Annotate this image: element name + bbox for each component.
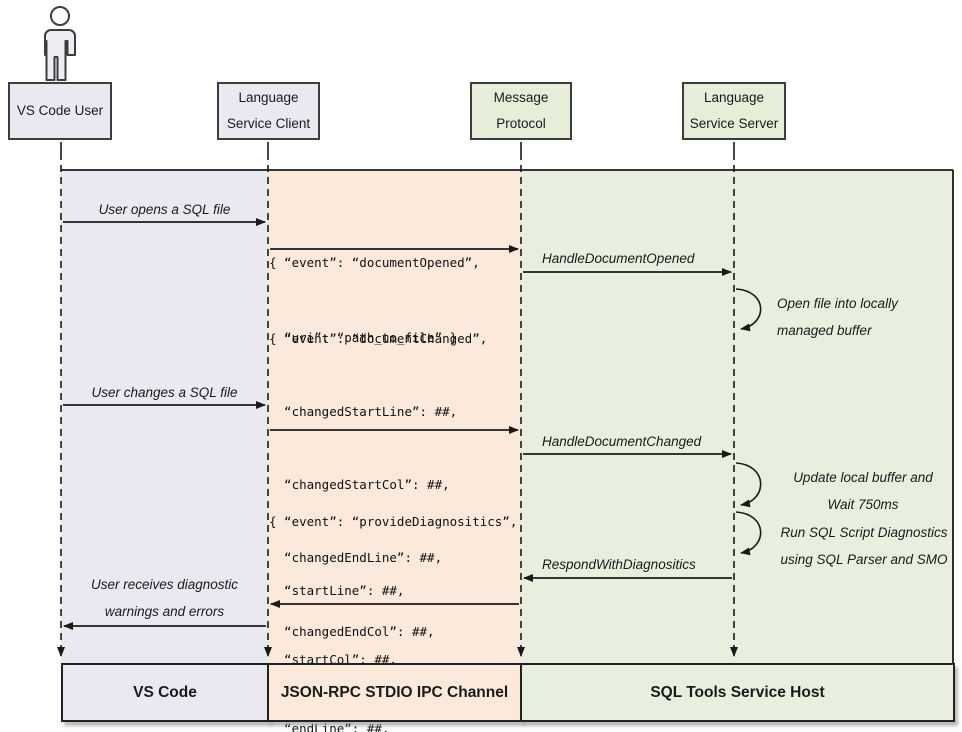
actor-box-vscode-user: VS Code User <box>8 82 112 140</box>
actor-box-language-service-client: Language Service Client <box>217 82 320 140</box>
footer-label: SQL Tools Service Host <box>650 683 825 701</box>
payload-line: “changedEndCol”: ##, <box>269 623 435 639</box>
label-user-changes-sql-file: User changes a SQL file <box>91 385 238 400</box>
actor-label: Language <box>703 90 765 105</box>
label-line: User receives diagnostic <box>90 577 239 592</box>
payload-line: “uri”: “path_to_file” } <box>269 330 458 345</box>
band-ipc-channel <box>268 171 521 663</box>
label-handle-document-opened: HandleDocumentOpened <box>542 251 695 266</box>
note-line: Run SQL Script Diagnostics <box>780 525 948 540</box>
label-line: warnings and errors <box>104 604 225 619</box>
payload-line: “changedStartCol”: ##, <box>269 477 450 493</box>
payload-line: { “event”: “provideDiagnositics”, <box>269 514 518 529</box>
note-update-buffer-wait: Update local buffer and Wait 750ms <box>768 465 958 518</box>
footer-sql-tools-service-host: SQL Tools Service Host <box>520 663 955 722</box>
footer-json-rpc-channel: JSON-RPC STDIO IPC Channel <box>267 663 522 722</box>
label-handle-document-changed: HandleDocumentChanged <box>542 434 702 449</box>
note-line: using SQL Parser and SMO <box>780 551 948 567</box>
payload-line: “endLine”: ##, <box>269 721 390 732</box>
payload-line: { “event”: “documentChanged”, <box>269 330 488 346</box>
user-person-icon <box>44 6 76 81</box>
note-open-file-buffer: Open file into locally managed buffer <box>777 291 898 344</box>
actor-box-message-protocol: Message Protocol <box>470 82 572 140</box>
actor-label: Protocol <box>496 116 546 131</box>
label-user-receives-diagnostics: User receives diagnostic warnings and er… <box>61 571 268 625</box>
actor-label: Language <box>238 90 299 105</box>
actor-label: Service Client <box>226 116 311 131</box>
band-vscode <box>61 171 268 663</box>
payload-line: { “event”: “documentOpened”, <box>269 255 480 270</box>
payload-line: “startLine”: ##, <box>269 583 405 598</box>
actor-label: VS Code User <box>16 103 104 118</box>
payload-document-opened: { “event”: “documentOpened”, “uri”: “pat… <box>269 200 480 400</box>
note-line: Update local buffer and <box>793 470 933 485</box>
note-line: Wait 750ms <box>827 496 899 512</box>
label-respond-with-diagnostics: RespondWithDiagnositics <box>542 557 696 572</box>
actor-box-language-service-server: Language Service Server <box>682 82 786 140</box>
label-user-opens-sql-file: User opens a SQL file <box>98 202 231 217</box>
note-run-sql-diagnostics: Run SQL Script Diagnostics using SQL Par… <box>766 520 962 573</box>
payload-line: “changedStartLine”: ##, <box>269 404 458 420</box>
note-line: managed buffer <box>777 322 872 338</box>
footer-label: JSON-RPC STDIO IPC Channel <box>280 683 509 701</box>
actor-label: Service Server <box>689 116 779 131</box>
payload-line: “changedEndLine”: ##, <box>269 550 443 566</box>
band-service-host <box>521 171 953 663</box>
note-line: Open file into locally <box>777 296 898 311</box>
footer-label: VS Code <box>133 683 197 701</box>
footer-vscode: VS Code <box>61 663 269 722</box>
actor-label: Message <box>493 90 549 105</box>
